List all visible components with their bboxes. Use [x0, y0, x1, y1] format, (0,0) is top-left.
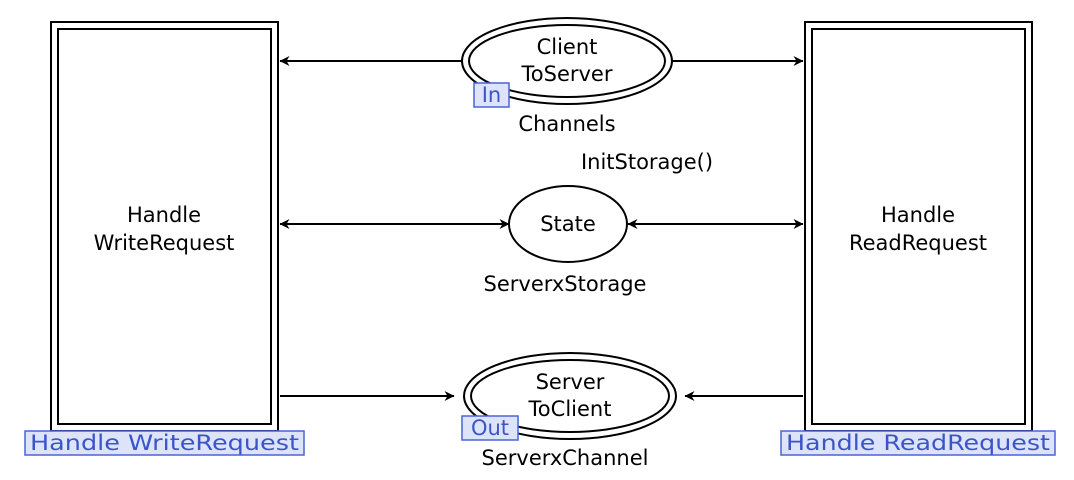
port-tag-out: Out [461, 415, 519, 441]
place-server-label-line1: Server [536, 370, 605, 394]
transition-handle-write-request[interactable]: Handle WriteRequest [50, 21, 279, 432]
svg-text:Handle WriteRequest: Handle WriteRequest [30, 431, 299, 455]
transition-write-label-line2: WriteRequest [94, 231, 235, 255]
subpage-tag-handle-write-request[interactable]: Handle WriteRequest [24, 430, 305, 456]
transition-handle-read-request[interactable]: Handle ReadRequest [804, 21, 1033, 432]
place-client-label-line1: Client [537, 35, 598, 59]
transition-write-label-line1: Handle [127, 203, 201, 227]
place-client-to-server[interactable]: Client ToServer [461, 17, 673, 105]
svg-text:Out: Out [471, 416, 509, 440]
color-set-serverx-storage: ServerxStorage [484, 272, 647, 296]
initial-marking-init-storage: InitStorage() [581, 150, 713, 174]
place-state-label: State [540, 212, 596, 236]
svg-text:In: In [482, 83, 502, 107]
subpage-tag-handle-read-request[interactable]: Handle ReadRequest [780, 430, 1056, 456]
color-set-serverx-channel: ServerxChannel [482, 446, 649, 470]
color-set-channels: Channels [518, 112, 615, 136]
transition-read-label-line2: ReadRequest [849, 231, 987, 255]
place-state[interactable]: State [508, 185, 628, 263]
transition-read-label-line1: Handle [881, 203, 955, 227]
svg-text:Handle ReadRequest: Handle ReadRequest [786, 431, 1050, 455]
place-server-label-line2: ToClient [528, 397, 612, 421]
place-client-label-line2: ToServer [521, 62, 613, 86]
port-tag-in: In [473, 82, 510, 108]
